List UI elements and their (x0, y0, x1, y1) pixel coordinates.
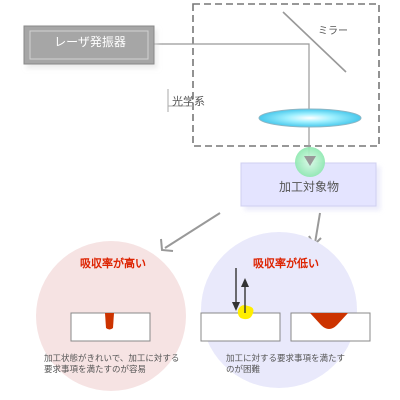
incident-arrowhead (232, 302, 240, 311)
laser-oscillator-label: レーザ発振器 (54, 35, 126, 49)
mirror (282, 11, 347, 73)
lens (258, 108, 362, 128)
mirror-label: ミラー (318, 26, 348, 37)
low-absorption-note-line: のが困難 (226, 365, 261, 375)
arrow-to-high-head (160, 238, 174, 252)
high-absorption-title: 吸収率が高い (80, 257, 146, 270)
laser-box-inner (29, 30, 149, 60)
high-absorption-note-line: 加工状態がきれいで、加工に対する (44, 354, 180, 364)
low-absorption-title: 吸収率が低い (253, 257, 319, 270)
arrow-to-high (164, 212, 221, 249)
optics-label: 光学系 (172, 95, 205, 108)
optics-enclosure (192, 3, 380, 147)
low-cut (310, 313, 348, 329)
low-absorption-circle (201, 232, 357, 388)
low-absorption-note: 加工に対する要求事項を満たす のが困難 (226, 354, 345, 376)
reflected-arrowhead (241, 278, 249, 287)
beam-arrowhead (304, 156, 316, 166)
low-absorption-note-line: 加工に対する要求事項を満たす (226, 354, 346, 364)
workpiece-label: 加工対象物 (278, 180, 339, 194)
high-cut (105, 313, 114, 330)
laser-box (23, 25, 155, 65)
arrow-to-low (314, 212, 321, 244)
high-absorption-note: 加工状態がきれいで、加工に対する 要求事項を満たすのが容易 (44, 354, 179, 376)
high-absorption-note-line: 要求事項を満たすのが容易 (44, 365, 147, 375)
